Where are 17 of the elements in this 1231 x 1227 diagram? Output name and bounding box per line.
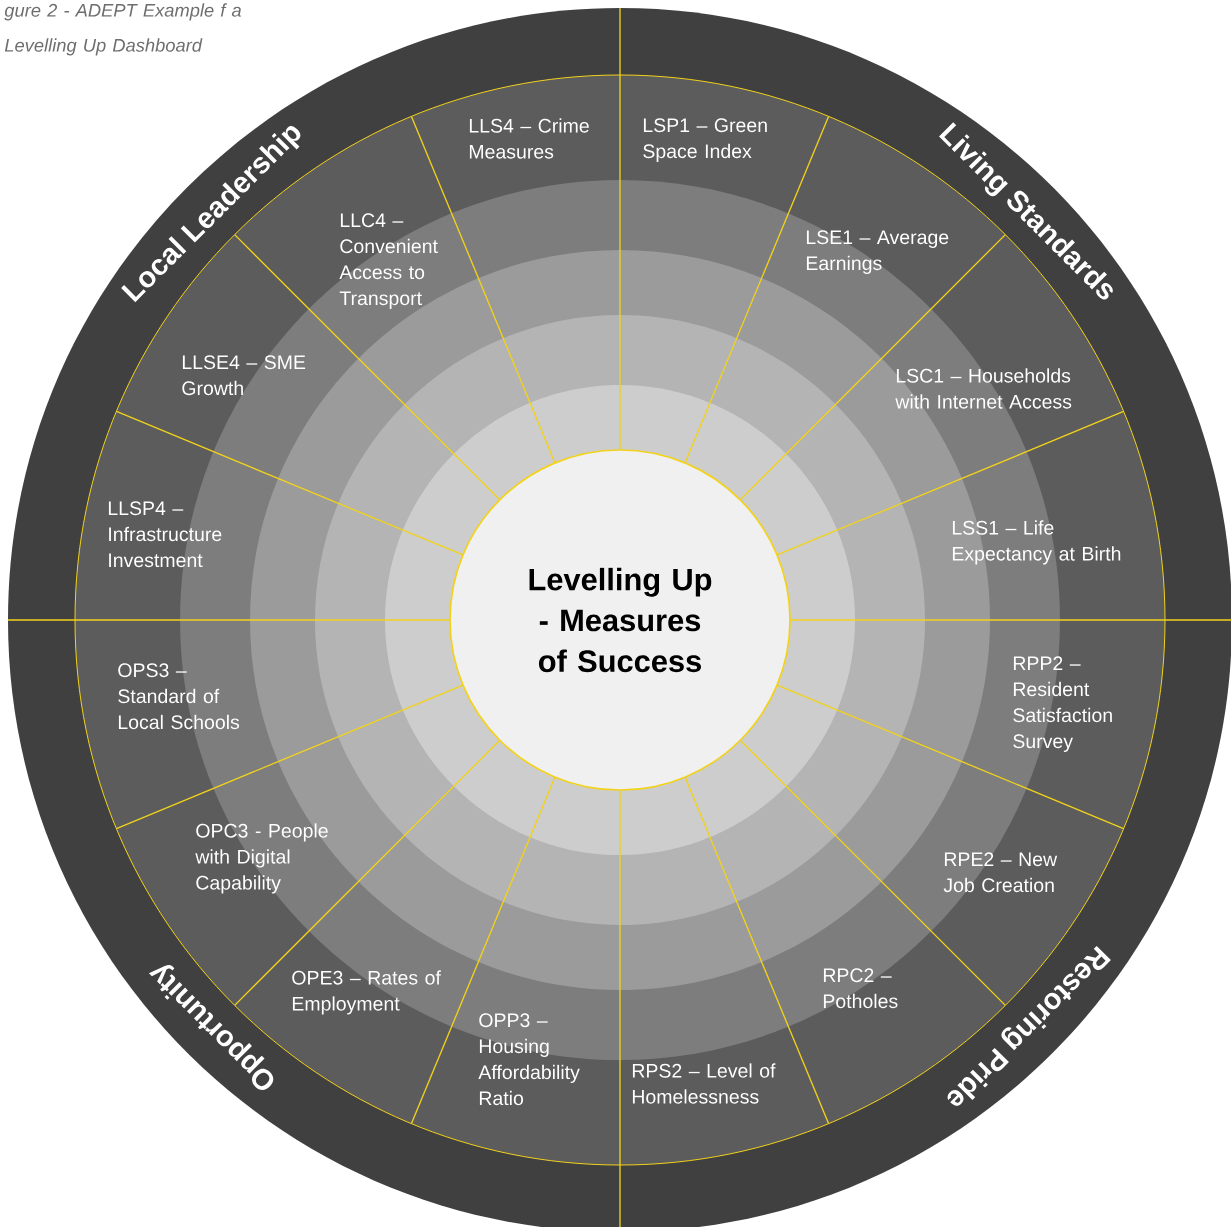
sector-label: LSC1 – Households with Internet Access xyxy=(895,368,1072,409)
sector-label: LLSP4 – Infrastructure Investment xyxy=(108,501,222,568)
sector-label: RPC2 – Potholes xyxy=(823,968,898,1009)
sector-label: OPS3 – Standard of Local Schools xyxy=(118,663,240,730)
sector-label: LSS1 – Life Expectancy at Birth xyxy=(952,520,1121,565)
sector-label: OPP3 – Housing Affordability Ratio xyxy=(478,1013,580,1106)
sector-label: LLC4 – Convenient Access to Transport xyxy=(339,213,438,309)
sector-label: LSP1 – Green Space Index xyxy=(643,118,767,162)
caption: gure 2 - ADEPT Example f a Levelling Up Dashboard xyxy=(4,3,242,56)
sector-label: RPP2 – Resident Satisfaction Survey xyxy=(1013,656,1112,752)
sector-label: OPC3 - People with Digital Capability xyxy=(195,823,328,894)
sector-label: RPS2 – Level of Homelessness xyxy=(632,1063,776,1104)
sector-label: LLSE4 – SME Growth xyxy=(182,355,306,396)
sector-label: LLS4 – Crime Measures xyxy=(469,118,589,159)
sector-label: RPE2 – New Job Creation xyxy=(943,852,1058,893)
sector-label: LSE1 – Average Earnings xyxy=(806,230,949,274)
sector-label: OPE3 – Rates of Employment xyxy=(292,970,441,1015)
